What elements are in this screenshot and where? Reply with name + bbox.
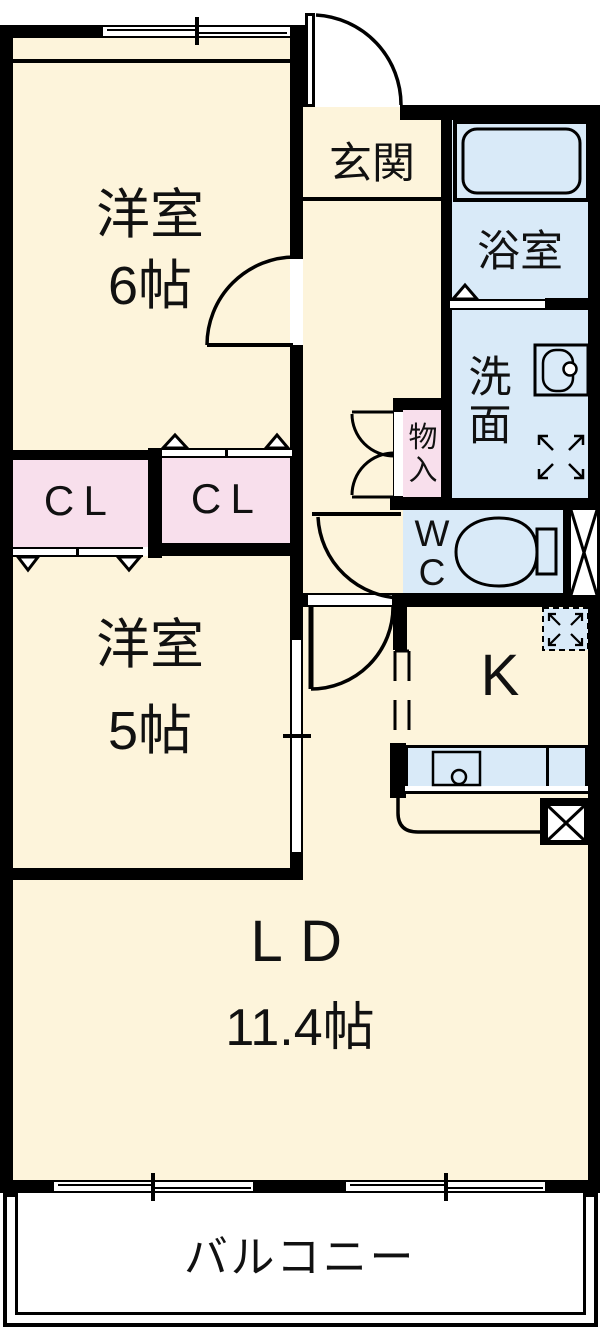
washroom-label: 洗面 — [468, 353, 512, 450]
window-pane-line — [444, 1187, 543, 1189]
dropped-ceiling-line — [13, 59, 290, 63]
window-pane-line — [350, 1184, 447, 1186]
bedroom5-label: 洋室 — [96, 614, 204, 675]
counter-front-line — [405, 791, 588, 794]
entrance-step-line — [303, 197, 441, 201]
bedroom6-label: 洋室 — [96, 184, 204, 245]
storage-label: 物入 — [408, 421, 438, 487]
wall — [393, 398, 443, 410]
closet-left-label: CL — [43, 476, 117, 524]
counter-front-strip — [405, 786, 588, 791]
bedroom6-size-label: 6帖 — [107, 255, 193, 316]
storage-door-strip — [394, 412, 403, 496]
living-doorway — [308, 595, 392, 605]
entrance-door-swing-arc — [315, 13, 403, 106]
living-dining-label: LD — [250, 908, 360, 974]
pipe-space-box — [571, 510, 597, 595]
wall — [0, 25, 13, 1193]
wall — [588, 105, 600, 1193]
storage-floor — [403, 410, 443, 497]
wall — [0, 868, 303, 880]
window-center-tick — [444, 1173, 448, 1201]
washroom-floor — [452, 310, 588, 505]
window-center-tick — [151, 1173, 155, 1201]
entrance-door-leaf — [305, 13, 315, 107]
closet-right-label: CL — [190, 474, 264, 522]
wall — [148, 543, 295, 556]
wall — [148, 448, 162, 558]
wall — [390, 743, 406, 798]
balcony-label: バルコニー — [183, 1232, 417, 1282]
window-pane-line — [195, 32, 287, 34]
balcony-inner-outline — [15, 1193, 586, 1315]
bathroom-label: 浴室 — [477, 228, 563, 277]
living-dining-size-label: 11.4帖 — [225, 998, 375, 1057]
wall — [393, 497, 443, 510]
bedroom5-sliding-door-icon — [292, 640, 301, 852]
sliding-door-tick — [283, 734, 311, 738]
bedroom5-size-label: 5帖 — [107, 700, 193, 761]
folding-door-divider — [76, 547, 79, 557]
toilet-label: WC — [414, 513, 450, 593]
wall — [13, 450, 150, 460]
counter-divider — [546, 745, 549, 793]
kitchen-label: K — [480, 642, 520, 708]
bedroom6-floor — [13, 38, 290, 450]
entrance-label: 玄関 — [329, 140, 415, 189]
bedroom6-doorway — [290, 259, 303, 345]
window-pane-line — [58, 1184, 155, 1186]
bathroom-folding-door-icon — [450, 299, 545, 310]
pipe-space-box — [548, 806, 584, 840]
window-pane-line — [152, 1187, 251, 1189]
closet-left-floor — [13, 460, 148, 547]
wall — [441, 105, 452, 510]
wall — [393, 607, 407, 650]
window-center-tick — [195, 17, 199, 45]
wall — [545, 298, 600, 310]
closet-right-floor — [162, 458, 290, 543]
wall — [400, 105, 600, 120]
folding-door-divider — [225, 448, 228, 458]
window-pane-line — [107, 29, 199, 31]
bathroom-floor — [452, 120, 588, 310]
